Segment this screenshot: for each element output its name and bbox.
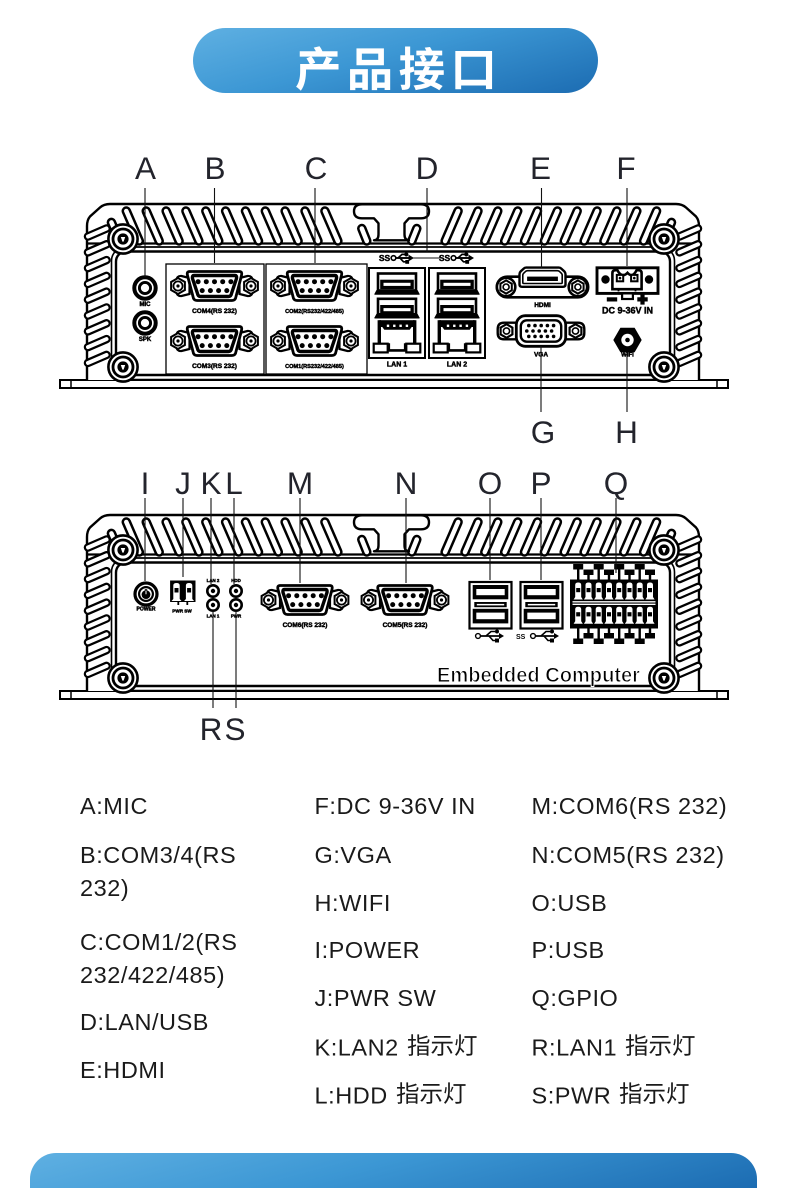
svg-text:SPK: SPK	[139, 337, 152, 343]
svg-text:HDD: HDD	[231, 578, 241, 583]
svg-text:COM4(RS 232): COM4(RS 232)	[192, 308, 237, 315]
svg-text:HDMI: HDMI	[534, 302, 551, 309]
svg-text:COM5(RS 232): COM5(RS 232)	[383, 622, 428, 629]
svg-text:SS: SS	[516, 634, 526, 641]
svg-text:SS: SS	[439, 253, 451, 263]
svg-text:PWR SW: PWR SW	[172, 609, 192, 614]
svg-text:MIC: MIC	[140, 302, 152, 308]
svg-text:POWER: POWER	[137, 607, 156, 613]
svg-text:Embedded Computer: Embedded Computer	[437, 664, 640, 687]
svg-text:WIFI: WIFI	[621, 353, 634, 359]
svg-text:LAN 1: LAN 1	[387, 362, 407, 369]
svg-text:LAN 2: LAN 2	[447, 362, 467, 369]
svg-text:SS: SS	[379, 253, 391, 263]
svg-text:COM1(RS232/422/485): COM1(RS232/422/485)	[285, 364, 344, 370]
svg-text:LAN 2: LAN 2	[207, 578, 220, 583]
svg-text:COM3(RS 232): COM3(RS 232)	[192, 363, 237, 370]
svg-text:COM2(RS232/422/485): COM2(RS232/422/485)	[285, 309, 344, 315]
svg-text:DC 9-36V IN: DC 9-36V IN	[602, 306, 653, 316]
svg-text:COM6(RS 232): COM6(RS 232)	[283, 622, 328, 629]
